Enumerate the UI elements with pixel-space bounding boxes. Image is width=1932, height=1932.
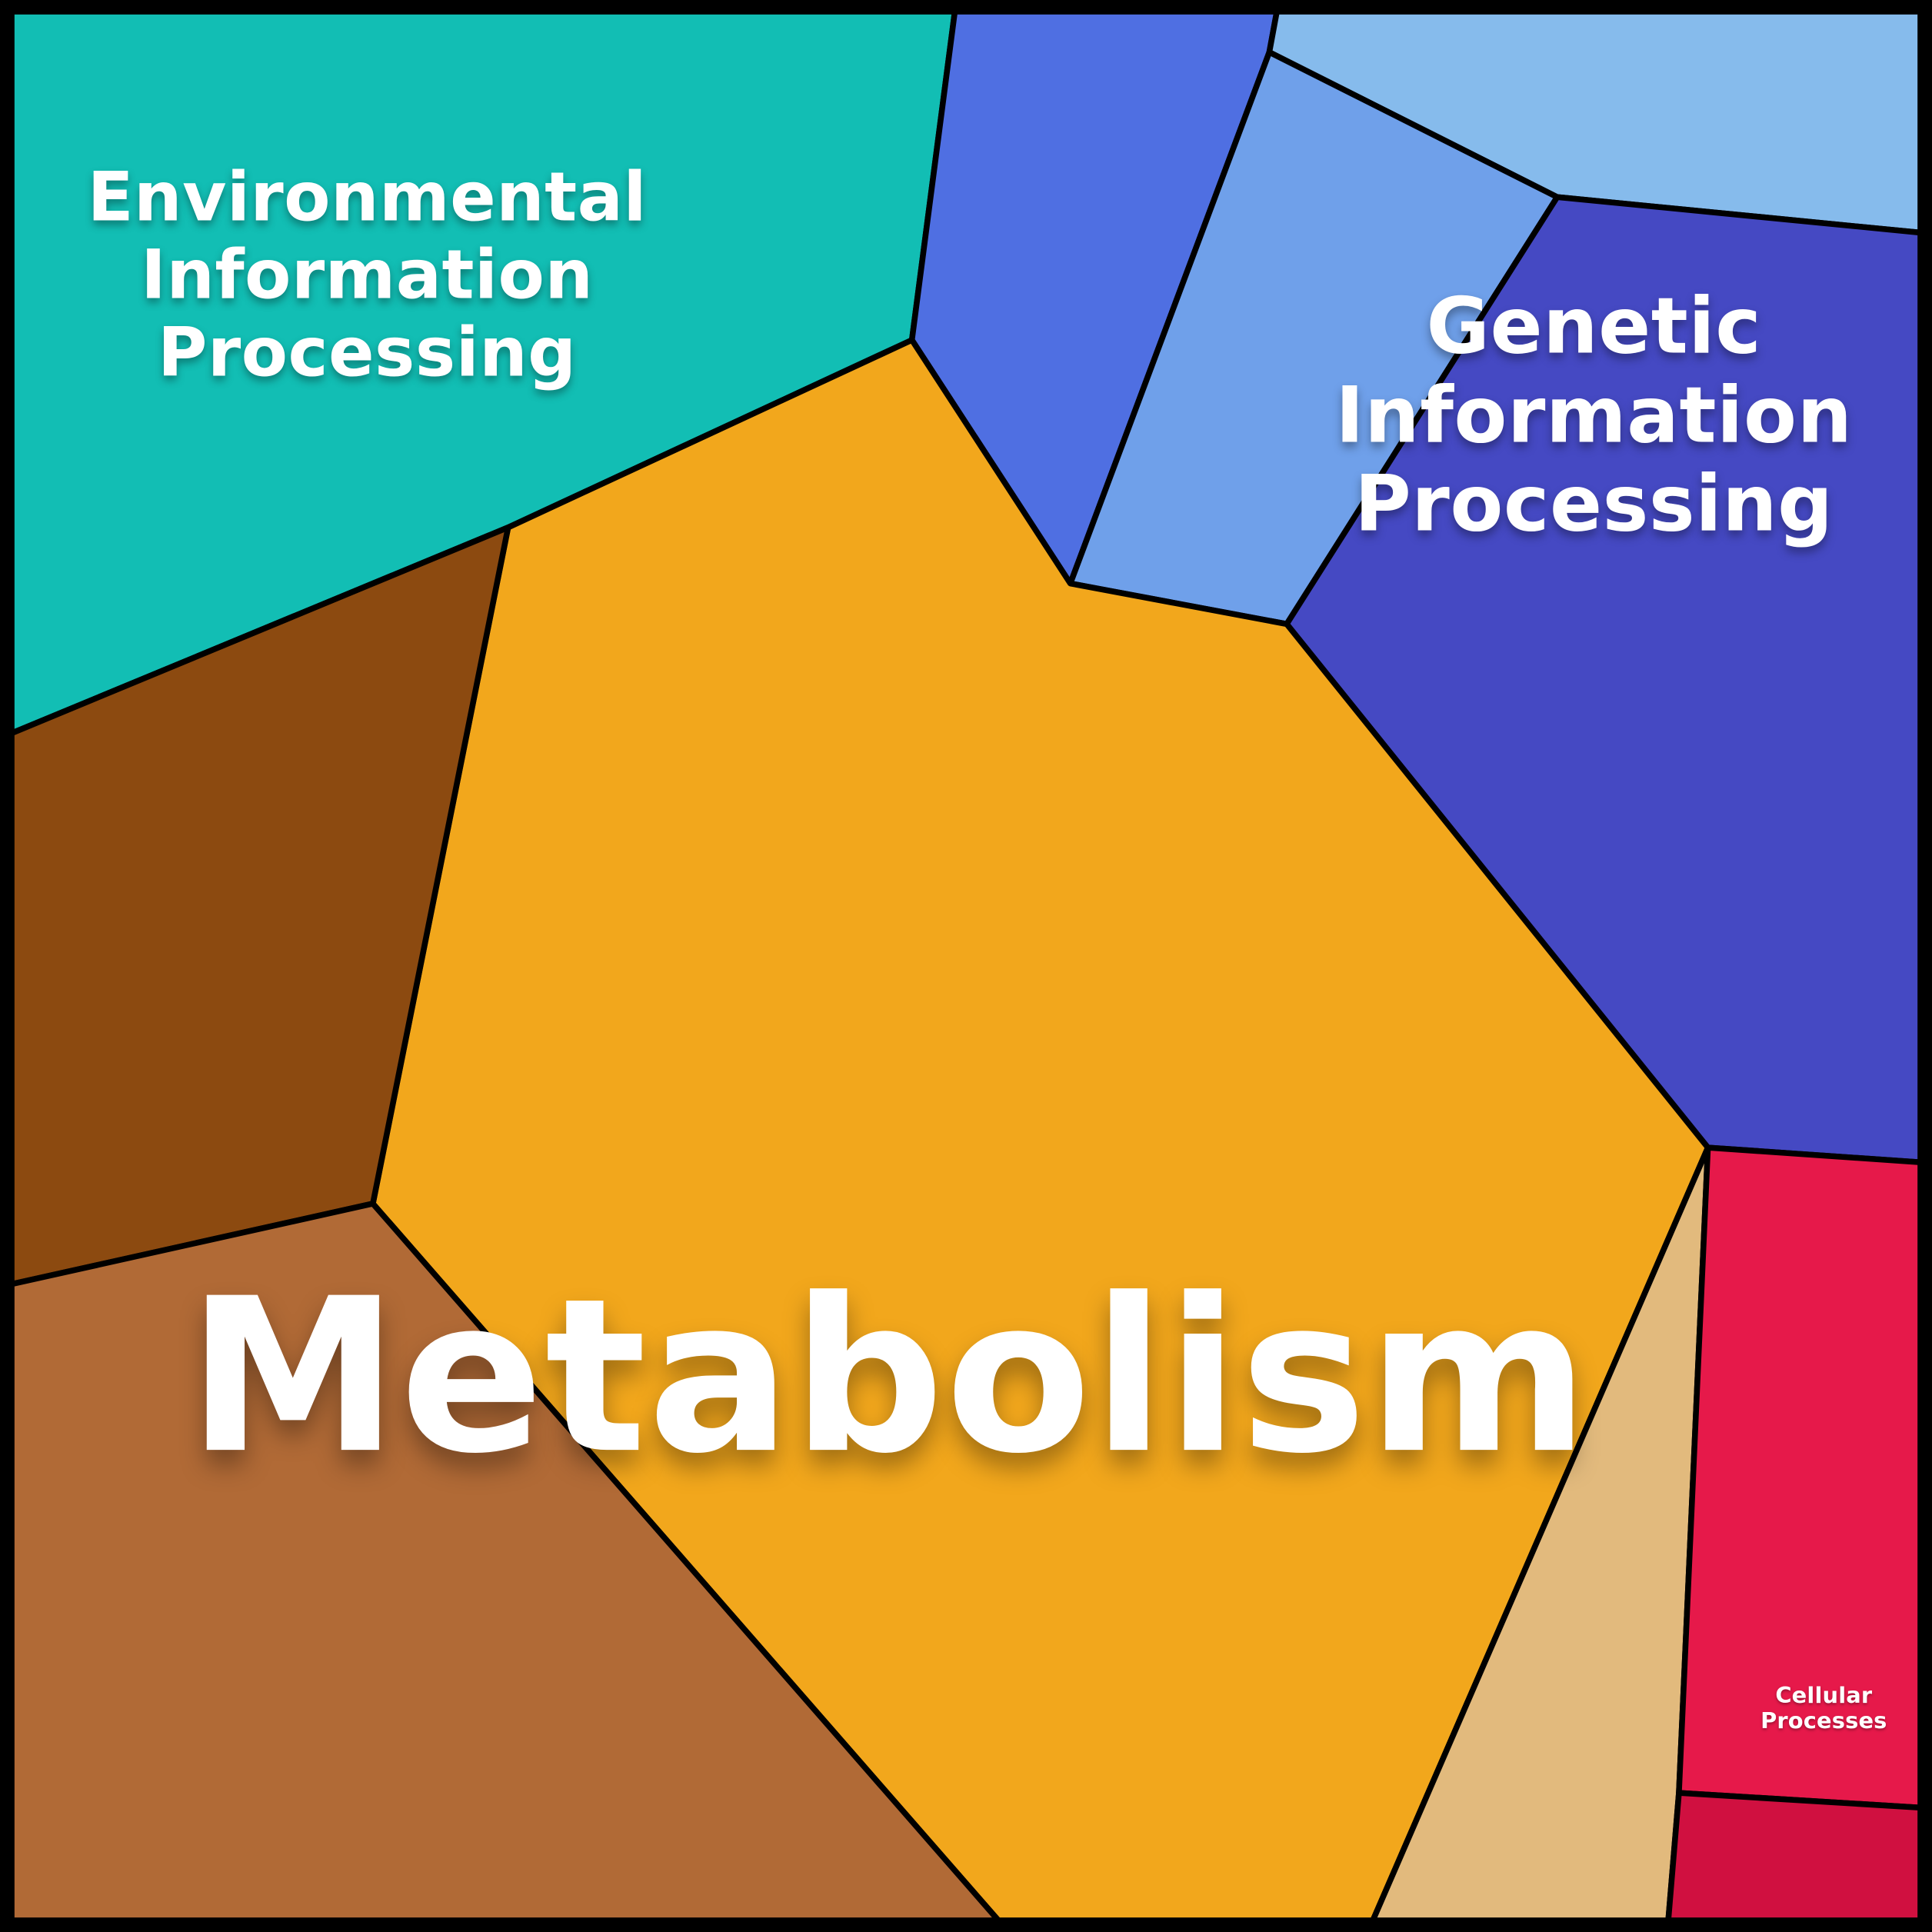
region-dark-red-corner (1664, 1790, 1932, 1932)
region-sienna-bottom-left (0, 1201, 1012, 1932)
region-cellular-processes (1676, 1144, 1932, 1811)
